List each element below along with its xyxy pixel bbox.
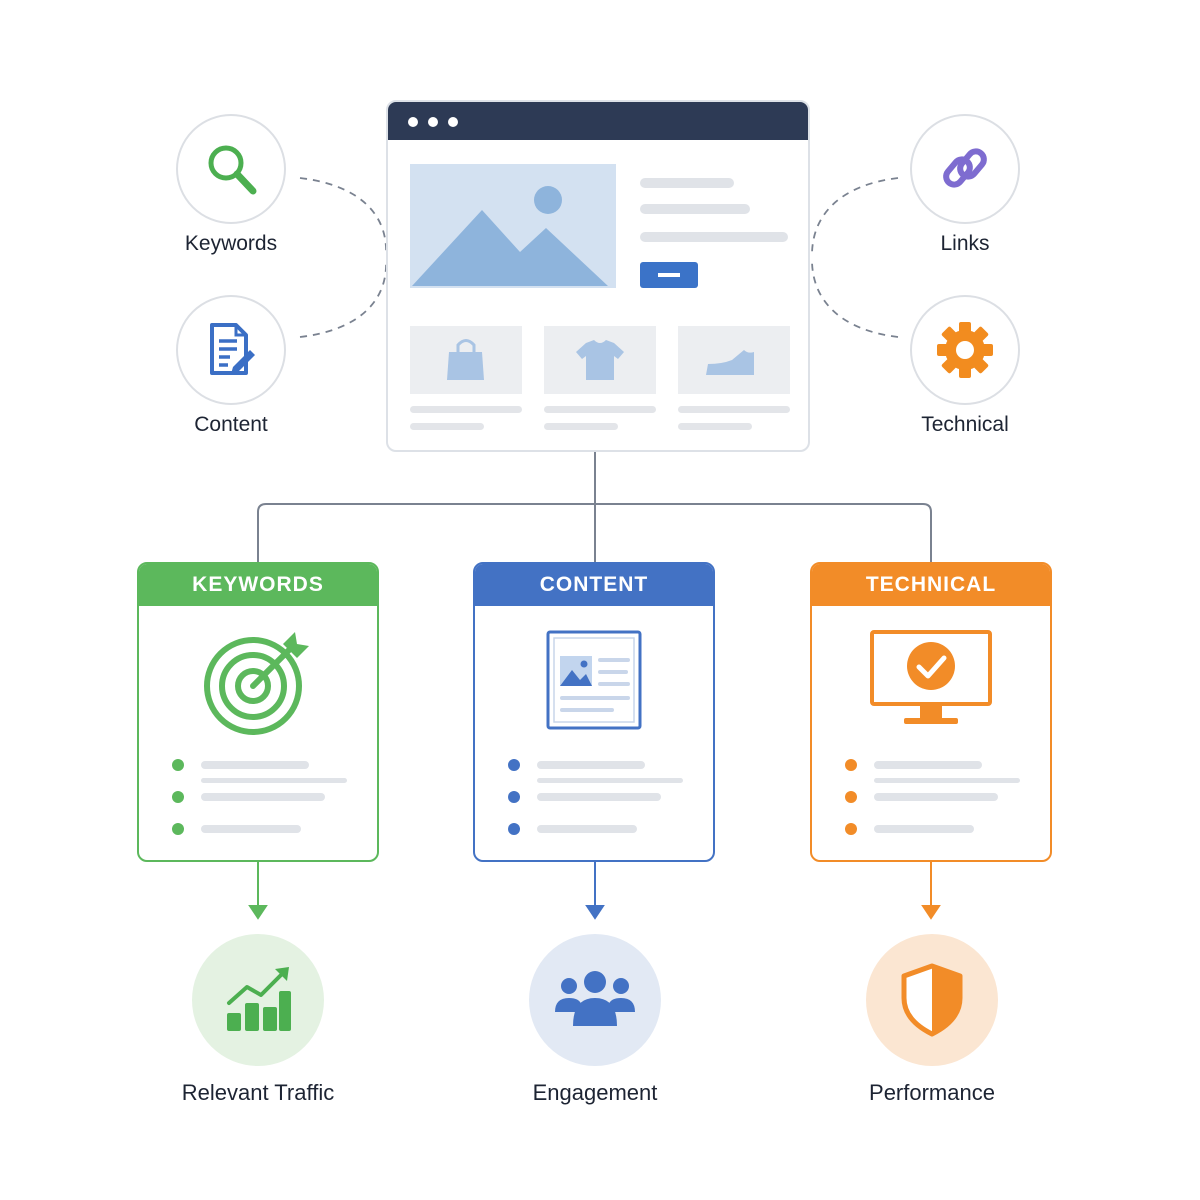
- dashed-connector-links: [811, 177, 899, 256]
- bullet-list: [845, 759, 1020, 835]
- document-edit-icon: [210, 323, 255, 375]
- outcome-relevant-traffic: Relevant Traffic: [138, 934, 378, 1106]
- bullet-list: [172, 759, 347, 835]
- pillar-content: CONTENT: [473, 562, 715, 862]
- outcome-label: Engagement: [532, 1080, 658, 1105]
- factor-label: Technical: [921, 413, 1009, 436]
- outcome-label: Performance: [869, 1080, 995, 1105]
- search-icon: [208, 145, 257, 195]
- growth-chart-icon: [227, 967, 291, 1031]
- monitor-check-icon: [870, 630, 992, 724]
- article-icon: [546, 630, 642, 730]
- window-dot: [408, 117, 418, 127]
- pillar-technical: TECHNICAL: [810, 562, 1052, 862]
- tree-connector: [257, 452, 932, 562]
- target-icon: [204, 632, 309, 735]
- shield-icon: [901, 963, 963, 1037]
- outcome-performance: Performance: [812, 934, 1052, 1106]
- factor-links: Links: [875, 114, 1055, 256]
- users-icon: [555, 971, 635, 1026]
- factor-label: Content: [194, 413, 268, 436]
- factor-label: Keywords: [184, 232, 278, 255]
- outcome-label: Relevant Traffic: [181, 1080, 335, 1105]
- pillar-keywords: KEYWORDS: [137, 562, 379, 862]
- website-mockup: [386, 100, 810, 452]
- window-dot: [428, 117, 438, 127]
- factor-technical: Technical: [875, 295, 1055, 437]
- outcome-engagement: Engagement: [475, 934, 715, 1106]
- pillar-title: CONTENT: [475, 564, 713, 606]
- bullet-list: [508, 759, 683, 835]
- dashed-connector-content: [299, 259, 387, 338]
- factor-label: Links: [940, 232, 990, 255]
- window-dot: [448, 117, 458, 127]
- factor-content: Content: [141, 295, 321, 437]
- pillar-title: TECHNICAL: [812, 564, 1050, 606]
- gear-icon: [937, 322, 993, 378]
- pillar-title: KEYWORDS: [139, 564, 377, 606]
- dashed-connector-technical: [811, 259, 899, 338]
- dashed-connector-keywords: [299, 177, 387, 256]
- browser-title-bar: [388, 102, 808, 140]
- page-preview: [410, 164, 790, 430]
- factor-keywords: Keywords: [141, 114, 321, 256]
- link-icon: [943, 148, 987, 188]
